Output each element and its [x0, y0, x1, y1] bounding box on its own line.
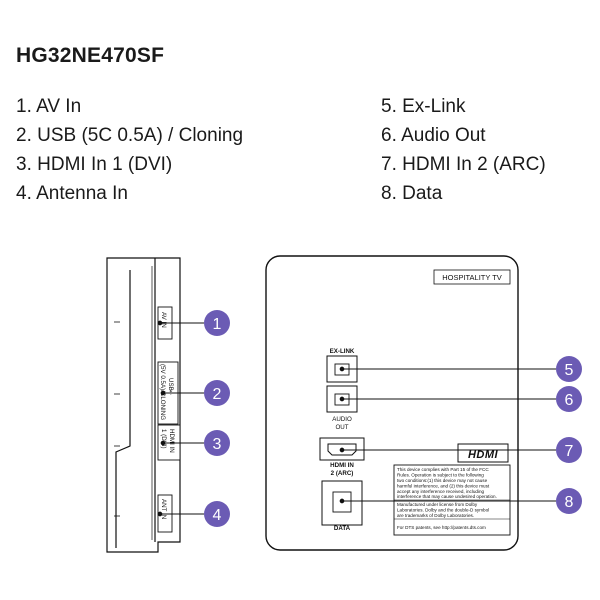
callout-circle-6 [556, 386, 582, 412]
ex-link-label: EX-LINK [330, 348, 355, 355]
fcc-notice-line: This device complies with Part 15 of the… [397, 467, 489, 472]
port-list-item: 6. Audio Out [381, 125, 486, 146]
callout-number-8: 8 [565, 494, 574, 511]
callout-number-5: 5 [565, 362, 574, 379]
dolby-notice-line: Manufactured under license from Dolby [397, 502, 478, 507]
fcc-notice-line: accept any interference received, includ… [397, 489, 485, 494]
callout-circle-2 [204, 380, 230, 406]
av-in-label: AV IN [160, 312, 167, 328]
callout-circle-5 [556, 356, 582, 382]
hdmi-in-1-sub-label: 1 (DVI) [160, 429, 167, 449]
callout-circle-8 [556, 488, 582, 514]
port-list-item: 2. USB (5C 0.5A) / Cloning [16, 125, 244, 146]
dts-notice: For DTS patents, see http://patents.dts.… [397, 525, 486, 530]
callout-circle-7 [556, 437, 582, 463]
hospitality-label: HOSPITALITY TV [442, 273, 502, 282]
hospitality-badge [433, 269, 511, 285]
callout-number-3: 3 [213, 436, 222, 453]
data-label: DATA [334, 525, 351, 532]
usb-label: USB [167, 378, 174, 391]
callouts: 1 2 3 4 5 6 7 8 [204, 310, 582, 527]
port-list-right: 5. Ex-Link 6. Audio Out 7. HDMI In 2 (AR… [381, 92, 546, 208]
audio-out-sub-label: OUT [335, 424, 348, 431]
dolby-notice-line: are trademarks of Dolby Laboratories. [397, 513, 474, 518]
callout-number-2: 2 [213, 386, 222, 403]
hdmi-in-2-sub-label: 2 (ARC) [331, 470, 354, 477]
callout-circle-1 [204, 310, 230, 336]
callout-circle-3 [204, 430, 230, 456]
hdmi-in-1-label: HDMI IN [168, 429, 175, 453]
dolby-notice-line: Laboratories. Dolby and the double-D sym… [397, 508, 489, 513]
port-list-left: 1. AV In 2. USB (5C 0.5A) / Cloning 3. H… [16, 92, 243, 208]
port-list-item: 4. Antenna In [16, 183, 128, 204]
hdmi-logo: HDMI [468, 449, 499, 461]
fcc-notice-line: Rules. Operation is subject to the follo… [397, 473, 484, 478]
callout-number-1: 1 [213, 316, 222, 333]
callout-number-7: 7 [565, 443, 574, 460]
callout-number-4: 4 [213, 507, 222, 524]
callout-number-6: 6 [565, 392, 574, 409]
port-list-item: 1. AV In [16, 96, 82, 117]
fcc-notice-line: two conditions:(1) this device may not c… [397, 478, 488, 483]
port-list-item: 7. HDMI In 2 (ARC) [381, 154, 546, 175]
port-list-item: 5. Ex-Link [381, 96, 466, 117]
audio-out-label: AUDIO [332, 416, 352, 423]
port-list-item: 8. Data [381, 183, 443, 204]
port-list-item: 3. HDMI In 1 (DVI) [16, 154, 173, 175]
ant-in-label: ANT IN [160, 499, 167, 519]
fcc-notice-line: harmful interference, and (2) this devic… [397, 484, 490, 489]
callout-circle-4 [204, 501, 230, 527]
fcc-notice-line: interference that may cause undesired op… [397, 494, 497, 499]
leader-lines [157, 320, 556, 517]
model-title: HG32NE470SF [16, 44, 165, 67]
hdmi-in-2-label: HDMI IN [330, 462, 354, 469]
hdmi-logo-box [457, 443, 509, 463]
